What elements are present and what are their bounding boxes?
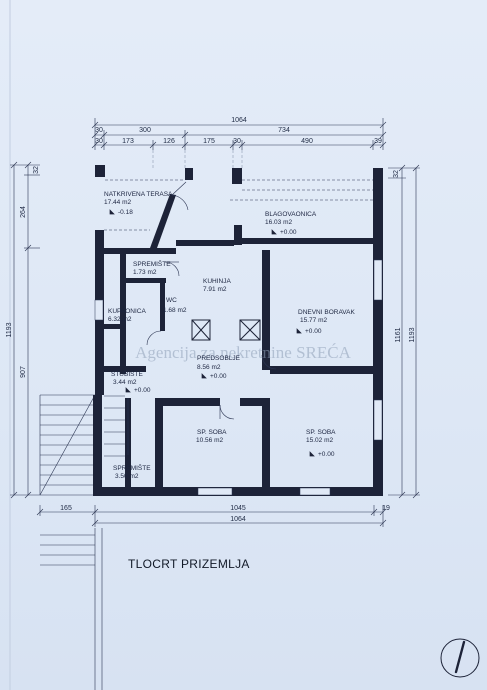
dim-top-total: 1064	[231, 117, 247, 124]
exterior-stairs	[39, 394, 103, 690]
left-dimension-lines	[10, 161, 40, 499]
walls	[93, 165, 383, 496]
room-predsoblje-name: PREDSOBLJE	[197, 355, 241, 362]
room-terasa-name: NATKRIVENA TERASA	[104, 191, 173, 198]
room-stubiste-name: STUBIŠTE	[111, 369, 143, 378]
top-dimension-lines	[91, 118, 387, 150]
room-predsoblje-area: 8.56 m2	[197, 364, 221, 371]
plan-title: TLOCRT PRIZEMLJA	[128, 557, 250, 571]
room-soba2-level: +0.00	[318, 451, 335, 458]
dim-top-row3-2: 126	[163, 138, 175, 145]
dim-top-row2-0: 30	[95, 127, 103, 134]
room-wc-name: WC	[166, 297, 177, 304]
dim-top-row2-2: 734	[278, 127, 290, 134]
dim-right-inner: 1161	[395, 327, 402, 342]
room-kuhinja-area: 7.91 m2	[203, 286, 227, 293]
extension-lines	[152, 150, 243, 168]
level-markers	[109, 209, 315, 457]
room-soba2-area: 15.02 m2	[306, 437, 333, 444]
room-labels: NATKRIVENA TERASA 17.44 m2 -0.18 BLAGOVA…	[104, 191, 355, 480]
room-dnevni-name: DNEVNI BORAVAK	[298, 309, 355, 316]
dim-top-row3-0: 30	[95, 138, 103, 145]
room-kuhinja-name: KUHINJA	[203, 278, 231, 285]
dim-top-row3-4: 30	[233, 138, 241, 145]
bottom-dimension-lines	[36, 505, 387, 527]
dim-right-top-small: 32	[393, 170, 400, 178]
terrace-door	[171, 181, 189, 211]
room-stubiste-area: 3.44 m2	[113, 379, 137, 386]
dim-left-top-small: 32	[33, 166, 40, 174]
room-soba1-area: 10.56 m2	[196, 437, 223, 444]
interior-stairs	[104, 395, 129, 457]
north-arrow-icon	[440, 638, 480, 678]
room-spremiste1-area: 1.73 m2	[133, 269, 157, 276]
watermark: Agencija za nekretnine SREĆA	[135, 343, 351, 362]
dim-top-row3-5: 490	[301, 138, 313, 145]
dim-bottom-1: 1045	[230, 505, 246, 512]
dim-bottom-0: 165	[60, 505, 72, 512]
room-spremiste2-name: SPREMIŠTE	[113, 463, 151, 472]
dim-bottom-2: 19	[382, 505, 390, 512]
dim-bottom-total: 1064	[230, 516, 246, 523]
dim-top-row3-3: 175	[203, 138, 215, 145]
room-kupaonica-area: 6.32 m2	[108, 316, 132, 323]
room-wc-area: 1.68 m2	[163, 307, 187, 314]
room-dnevni-level: +0.00	[305, 328, 322, 335]
room-blagovaonica-area: 16.03 m2	[265, 219, 292, 226]
room-soba1-name: SP. SOBA	[197, 429, 227, 436]
door-swings	[146, 261, 277, 420]
dim-left-inner-bottom: 907	[20, 366, 27, 378]
dim-top-row3-6: 39	[374, 138, 382, 145]
room-predsoblje-level: +0.00	[210, 373, 227, 380]
dim-left-outer: 1193	[6, 322, 13, 337]
room-dnevni-area: 15.77 m2	[300, 317, 327, 324]
room-blagovaonica-level: +0.00	[280, 229, 297, 236]
dim-top-row2-1: 300	[139, 127, 151, 134]
shafts	[191, 319, 261, 341]
windows	[94, 259, 383, 496]
terrace-outline	[104, 179, 373, 231]
room-spremiste1-name: SPREMIŠTE	[133, 259, 171, 268]
room-kupaonica-name: KUPAONICA	[108, 308, 146, 315]
right-dimension-lines	[388, 164, 420, 499]
dim-left-inner-top: 264	[20, 206, 27, 218]
room-soba2-name: SP. SOBA	[306, 429, 336, 436]
room-terasa-area: 17.44 m2	[104, 199, 131, 206]
room-stubiste-level: +0.00	[134, 387, 151, 394]
room-spremiste2-area: 3.50 m2	[115, 473, 139, 480]
room-terasa-level: -0.18	[118, 209, 133, 216]
dim-top-row3-1: 173	[122, 138, 134, 145]
room-blagovaonica-name: BLAGOVAONICA	[265, 211, 317, 218]
dim-right-outer: 1193	[409, 327, 416, 342]
